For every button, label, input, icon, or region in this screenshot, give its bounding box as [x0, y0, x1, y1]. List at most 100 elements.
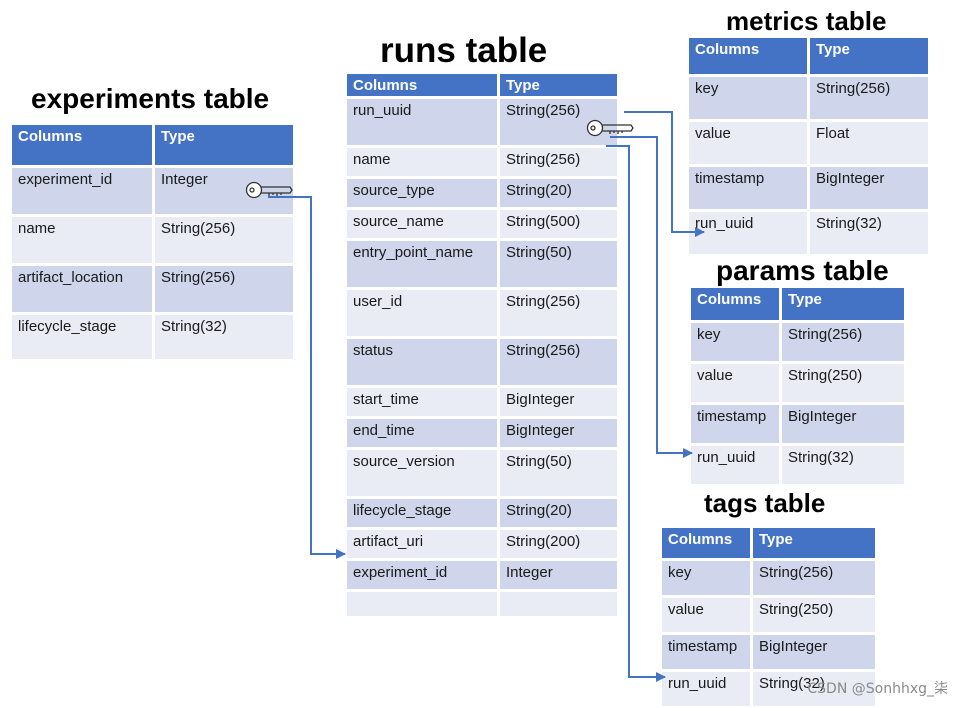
- column-type-cell: String(256): [810, 77, 928, 119]
- header-type-label: Type: [500, 74, 617, 96]
- column-name-cell: key: [691, 323, 779, 361]
- column-name-cell: entry_point_name: [347, 241, 497, 287]
- column-name-cell: experiment_id: [347, 561, 497, 589]
- column-type-cell: String(50): [500, 241, 617, 287]
- column-type-cell: String(250): [782, 364, 904, 402]
- header-columns-label: Columns: [691, 288, 779, 320]
- link-metrics-run-uuid: [624, 111, 705, 237]
- column-type-cell: BigInteger: [782, 405, 904, 443]
- column-name-cell: source_type: [347, 179, 497, 207]
- header-columns-label: Columns: [347, 74, 497, 96]
- header-type-label: Type: [753, 528, 875, 558]
- header-columns-label: Columns: [662, 528, 750, 558]
- column-name-cell: timestamp: [662, 635, 750, 669]
- column-type-cell: String(256): [500, 339, 617, 385]
- column-type-cell: String(32): [782, 446, 904, 484]
- column-type-cell: String(256): [500, 290, 617, 336]
- column-name-cell: run_uuid: [347, 99, 497, 145]
- column-name-cell: artifact_location: [12, 266, 152, 312]
- column-type-cell: String(256): [155, 266, 293, 312]
- column-type-cell: String(256): [500, 148, 617, 176]
- column-type-cell: String(20): [500, 179, 617, 207]
- column-name-cell: timestamp: [689, 167, 807, 209]
- column-type-cell: String(50): [500, 450, 617, 496]
- column-name-cell: value: [662, 598, 750, 632]
- column-type-cell: String(20): [500, 499, 617, 527]
- column-name-cell: user_id: [347, 290, 497, 336]
- column-name-cell: lifecycle_stage: [347, 499, 497, 527]
- params-table-title: params table: [716, 255, 889, 286]
- column-type-cell: String(32): [810, 212, 928, 254]
- column-name-cell: lifecycle_stage: [12, 315, 152, 359]
- column-type-cell: String(256): [753, 561, 875, 595]
- column-type-cell: BigInteger: [753, 635, 875, 669]
- column-type-cell: Float: [810, 122, 928, 164]
- column-type-cell: String(256): [155, 217, 293, 263]
- column-type-cell: BigInteger: [500, 419, 617, 447]
- column-type-cell: String(200): [500, 530, 617, 558]
- column-type-cell: [500, 592, 617, 616]
- column-type-cell: String(256): [782, 323, 904, 361]
- column-name-cell: timestamp: [691, 405, 779, 443]
- column-name-cell: source_name: [347, 210, 497, 238]
- column-name-cell: [347, 592, 497, 616]
- column-name-cell: source_version: [347, 450, 497, 496]
- column-type-cell: Integer: [155, 168, 293, 214]
- watermark: CSDN @Sonhhxg_柒: [807, 681, 948, 697]
- column-name-cell: key: [662, 561, 750, 595]
- link-params-run-uuid: [610, 136, 693, 458]
- column-name-cell: name: [12, 217, 152, 263]
- header-type-label: Type: [810, 38, 928, 74]
- header-type-label: Type: [782, 288, 904, 320]
- column-name-cell: run_uuid: [662, 672, 750, 706]
- column-type-cell: String(32): [155, 315, 293, 359]
- column-type-cell: BigInteger: [500, 388, 617, 416]
- column-name-cell: name: [347, 148, 497, 176]
- column-name-cell: key: [689, 77, 807, 119]
- column-type-cell: String(32): [753, 672, 875, 706]
- runs-table-title: runs table: [380, 31, 548, 70]
- column-name-cell: run_uuid: [691, 446, 779, 484]
- key-icon: [586, 119, 634, 137]
- experiments-table-title: experiments table: [31, 83, 270, 114]
- link-tags-run-uuid: [606, 145, 666, 682]
- column-type-cell: String(500): [500, 210, 617, 238]
- column-name-cell: value: [691, 364, 779, 402]
- link-experiment-id: [268, 196, 346, 559]
- column-name-cell: run_uuid: [689, 212, 807, 254]
